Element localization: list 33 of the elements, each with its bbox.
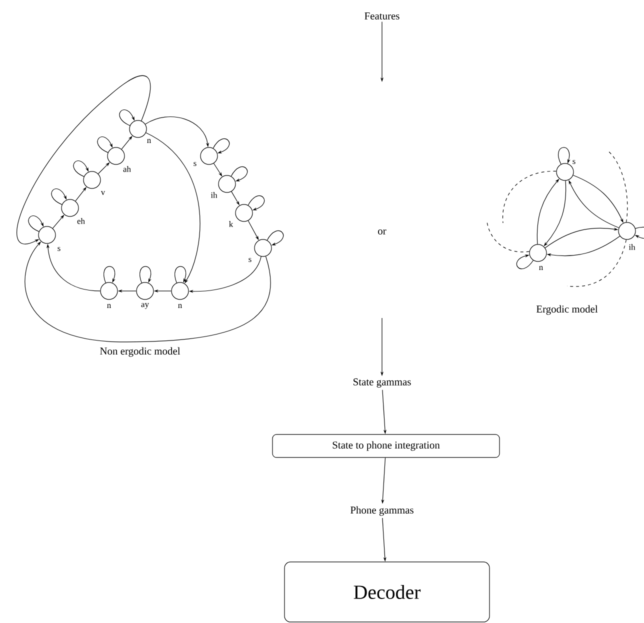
state-label: s — [58, 246, 60, 252]
caption-label: or — [378, 229, 386, 234]
state-label: n — [147, 139, 151, 143]
self-loop — [248, 195, 265, 210]
self-loop — [516, 254, 534, 270]
self-loop — [230, 166, 248, 182]
state-label: ih — [628, 244, 636, 250]
state-label: ih — [210, 192, 218, 198]
flow-label: State gammas — [354, 378, 411, 388]
state-label: k — [229, 221, 234, 227]
flow-label: Phone gammas — [350, 506, 414, 516]
state-label: s — [248, 258, 252, 262]
decoder-box: Decoder — [284, 562, 490, 622]
process-box: State to phone integration — [272, 434, 500, 458]
state-label: ah — [123, 166, 131, 172]
state-label: eh — [77, 218, 85, 224]
state-label: n — [107, 304, 111, 308]
self-loop — [104, 266, 116, 284]
caption-label: Non ergodic model — [100, 347, 180, 357]
self-loop — [558, 147, 570, 164]
self-loop — [212, 138, 230, 154]
self-loop — [140, 266, 152, 284]
caption-label: Ergodic model — [536, 305, 598, 315]
state-label: v — [100, 191, 106, 195]
self-loop — [266, 230, 284, 246]
flow-label: Features — [364, 12, 400, 20]
state-label: n — [178, 304, 182, 308]
self-loop — [174, 266, 186, 284]
arrow — [16, 76, 151, 244]
state-label: n — [539, 266, 543, 270]
state-label: s — [194, 162, 196, 166]
state-label: s — [572, 160, 576, 164]
state-label: ay — [141, 303, 149, 309]
